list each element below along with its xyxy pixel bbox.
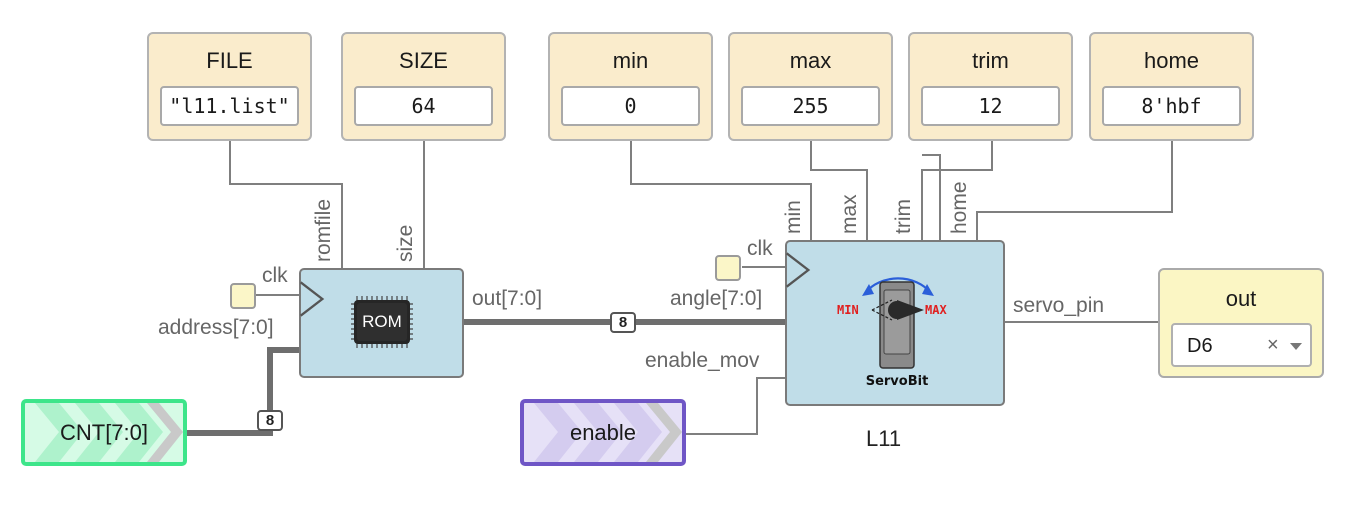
output-out[interactable]: out D6 ×: [1158, 268, 1324, 378]
clock-triangle-icon: [785, 252, 811, 288]
servo-port-servo-pin: servo_pin: [1013, 294, 1105, 317]
wire-trim-home-stub: [922, 154, 941, 240]
rom-clk-input[interactable]: [230, 283, 256, 309]
param-home[interactable]: home 8'hbf: [1089, 32, 1254, 141]
wire-trim[interactable]: [921, 140, 993, 240]
servo-icon: [862, 277, 934, 369]
output-title: out: [1225, 286, 1257, 311]
rom-chip-label: ROM: [362, 312, 402, 331]
servo-port-enable: enable_mov: [645, 349, 760, 372]
param-trim[interactable]: trim 12: [908, 32, 1073, 141]
wire-min[interactable]: [630, 140, 812, 240]
param-size-title: SIZE: [399, 48, 448, 73]
chevron-arrows-icon: [35, 403, 183, 462]
wire-enable[interactable]: [685, 377, 786, 435]
param-file[interactable]: FILE "l11.list": [147, 32, 312, 141]
servo-icon-max: MAX: [925, 303, 947, 317]
wire-max[interactable]: [810, 140, 868, 240]
param-file-title: FILE: [206, 48, 253, 73]
clock-triangle-icon: [299, 281, 325, 317]
param-min-title: min: [612, 48, 649, 73]
bus-width-badge-cnt: 8: [257, 410, 283, 431]
chevron-arrows-icon: [534, 403, 682, 462]
input-cnt[interactable]: CNT[7:0]: [21, 399, 187, 466]
param-max-title: max: [789, 48, 832, 73]
servo-port-trim: trim: [892, 199, 915, 234]
output-pin-select[interactable]: D6 ×: [1171, 323, 1312, 367]
param-trim-value[interactable]: 12: [921, 86, 1060, 126]
param-max-value[interactable]: 255: [741, 86, 880, 126]
rom-port-romfile: romfile: [312, 198, 335, 262]
param-file-value[interactable]: "l11.list": [160, 86, 299, 126]
servo-clk-input[interactable]: [715, 255, 741, 281]
servo-instance-name: L11: [866, 426, 902, 451]
bus-cnt-address[interactable]: [186, 347, 300, 436]
input-cnt-label: CNT[7:0]: [59, 420, 149, 445]
input-enable-label: enable: [569, 420, 637, 445]
wire-home[interactable]: [976, 140, 1173, 240]
wire-file-romfile[interactable]: [229, 140, 343, 268]
rom-chip-icon: [351, 296, 413, 348]
output-pin-value: D6: [1187, 335, 1213, 357]
param-size-value[interactable]: 64: [354, 86, 493, 126]
param-min-value[interactable]: 0: [561, 86, 700, 126]
rom-port-address: address[7:0]: [158, 316, 274, 339]
param-size[interactable]: SIZE 64: [341, 32, 506, 141]
chevron-down-icon[interactable]: [1289, 342, 1303, 352]
input-enable[interactable]: enable: [520, 399, 686, 466]
rom-port-out: out[7:0]: [472, 287, 543, 310]
servo-port-angle: angle[7:0]: [670, 287, 763, 310]
bus-width-badge-rom-servo: 8: [610, 312, 636, 333]
rom-port-size: size: [394, 224, 417, 262]
param-max[interactable]: max 255: [728, 32, 893, 141]
servo-block[interactable]: MIN MAX ServoBit: [785, 240, 1005, 406]
param-home-value[interactable]: 8'hbf: [1102, 86, 1241, 126]
param-min[interactable]: min 0: [548, 32, 713, 141]
clear-icon[interactable]: ×: [1267, 334, 1279, 356]
servo-port-max: max: [838, 194, 861, 234]
servo-port-clk: clk: [747, 237, 773, 260]
rom-block[interactable]: ROM: [299, 268, 464, 378]
servo-icon-min: MIN: [837, 303, 859, 317]
servo-icon-caption: ServoBit: [865, 374, 929, 389]
param-home-title: home: [1143, 48, 1200, 73]
servo-port-min: min: [782, 200, 805, 234]
rom-port-clk: clk: [262, 264, 288, 287]
param-trim-title: trim: [972, 48, 1009, 73]
servo-port-home: home: [948, 181, 971, 234]
